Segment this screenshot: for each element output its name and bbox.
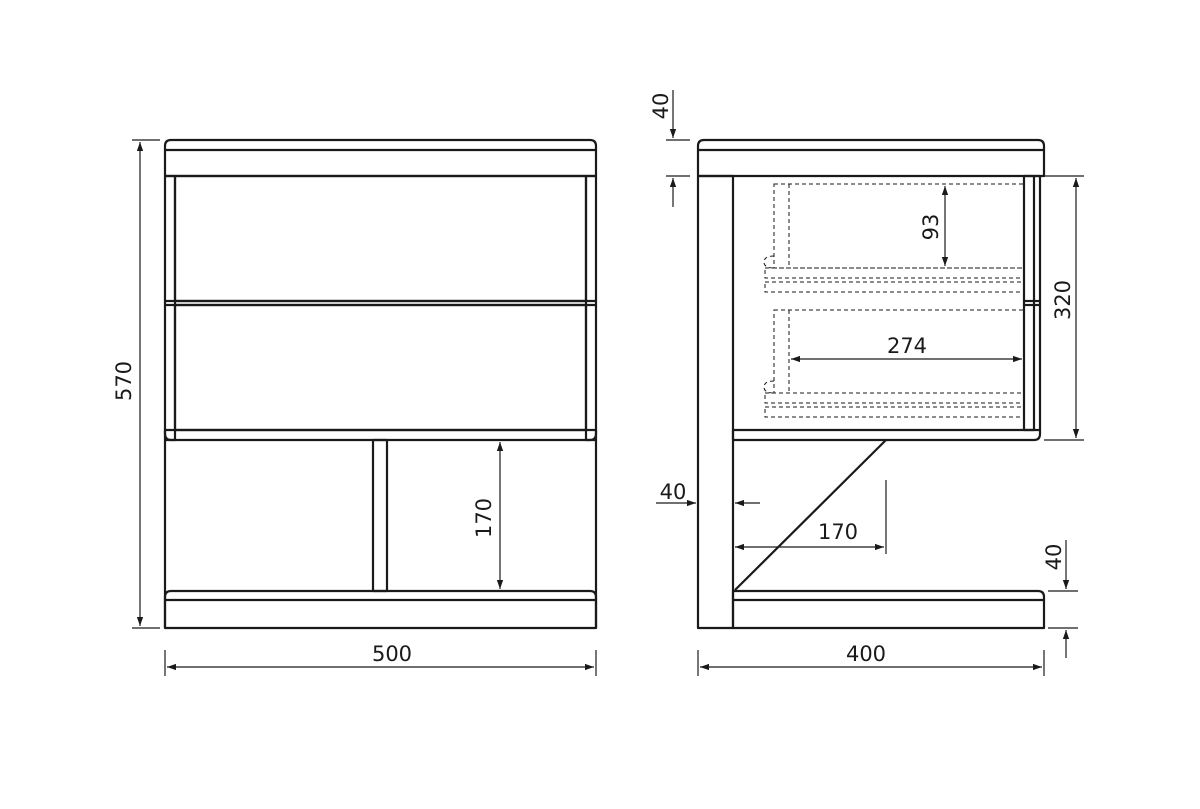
side-carcass-bottom <box>731 428 1042 442</box>
side-top-thickness-label: 40 <box>649 93 673 120</box>
front-center-divider <box>371 438 389 593</box>
side-upright <box>696 174 735 630</box>
side-base-board <box>731 589 1046 630</box>
side-brace-dimension: 170 <box>735 480 887 554</box>
side-drawer-depth-dimension: 274 <box>791 334 1022 363</box>
side-drawer-section-label: 320 <box>1051 280 1075 320</box>
side-drawer-front-edge <box>1022 174 1036 432</box>
front-width-label: 500 <box>372 642 412 666</box>
side-lower-drawer-hidden <box>763 309 1025 418</box>
front-open-shelf-label: 170 <box>472 498 496 538</box>
front-height-dimension: 570 <box>112 139 160 629</box>
side-top-slab <box>696 138 1046 178</box>
side-drawer-height-dimension: 93 <box>919 186 949 266</box>
side-base-thickness-dimension: 40 <box>1042 540 1078 658</box>
front-carcass-bottom <box>163 428 598 442</box>
side-drawer-section-dimension: 320 <box>1044 175 1084 441</box>
front-width-dimension: 500 <box>164 642 597 676</box>
side-upper-drawer-hidden <box>763 183 1025 293</box>
front-open-shelf-dimension: 170 <box>472 442 504 589</box>
front-top-slab <box>163 138 598 178</box>
side-diagonal-brace <box>734 439 887 591</box>
front-base-board <box>163 589 598 630</box>
side-brace-length-label: 170 <box>818 520 858 544</box>
front-view <box>163 138 598 630</box>
side-upright-thickness-dimension: 40 <box>656 480 760 507</box>
side-drawer-height-label: 93 <box>919 214 943 241</box>
front-right-panel <box>584 174 598 442</box>
front-lower-drawer <box>173 303 588 432</box>
side-view <box>696 138 1046 630</box>
side-top-thickness-dimension: 40 <box>649 90 690 207</box>
front-upper-drawer <box>173 174 588 303</box>
side-upright-thickness-label: 40 <box>660 480 687 504</box>
front-left-panel <box>163 174 177 442</box>
side-drawer-depth-label: 274 <box>887 334 927 358</box>
side-depth-dimension: 400 <box>697 642 1045 676</box>
side-base-thickness-label: 40 <box>1042 544 1066 571</box>
side-depth-label: 400 <box>846 642 886 666</box>
front-height-label: 570 <box>112 361 136 401</box>
